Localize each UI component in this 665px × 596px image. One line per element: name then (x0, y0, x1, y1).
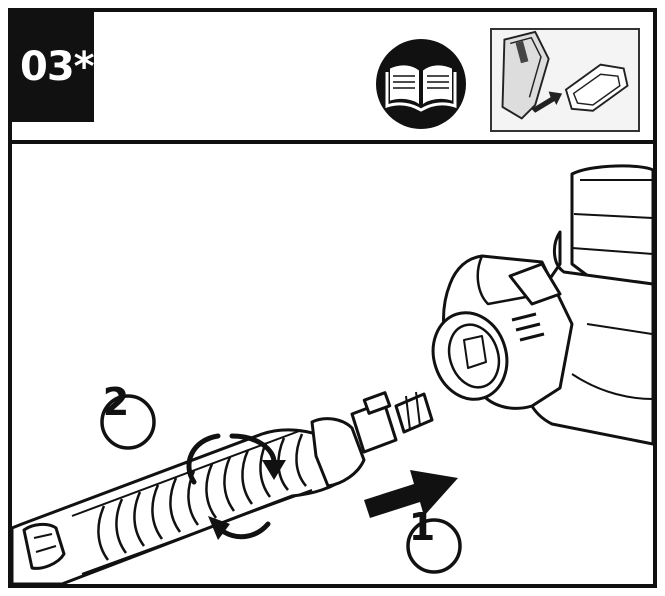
spray-lance (12, 391, 434, 584)
step-one-label: 1 (408, 505, 436, 549)
instruction-header: 03*( (12, 12, 653, 144)
pressure-washer-gun (431, 164, 653, 446)
step-one-circle (406, 518, 462, 574)
open-book-icon (376, 39, 466, 129)
instruction-frame: 03*( (8, 8, 657, 588)
step-code-badge: 03*( (12, 12, 94, 122)
rotate-arrow-icon (186, 433, 286, 540)
battery-insert-icon (490, 28, 640, 132)
assembly-illustration (12, 164, 653, 584)
push-arrow-icon (364, 470, 458, 518)
step-two-circle (100, 394, 156, 450)
step-two-label: 2 (102, 380, 130, 424)
